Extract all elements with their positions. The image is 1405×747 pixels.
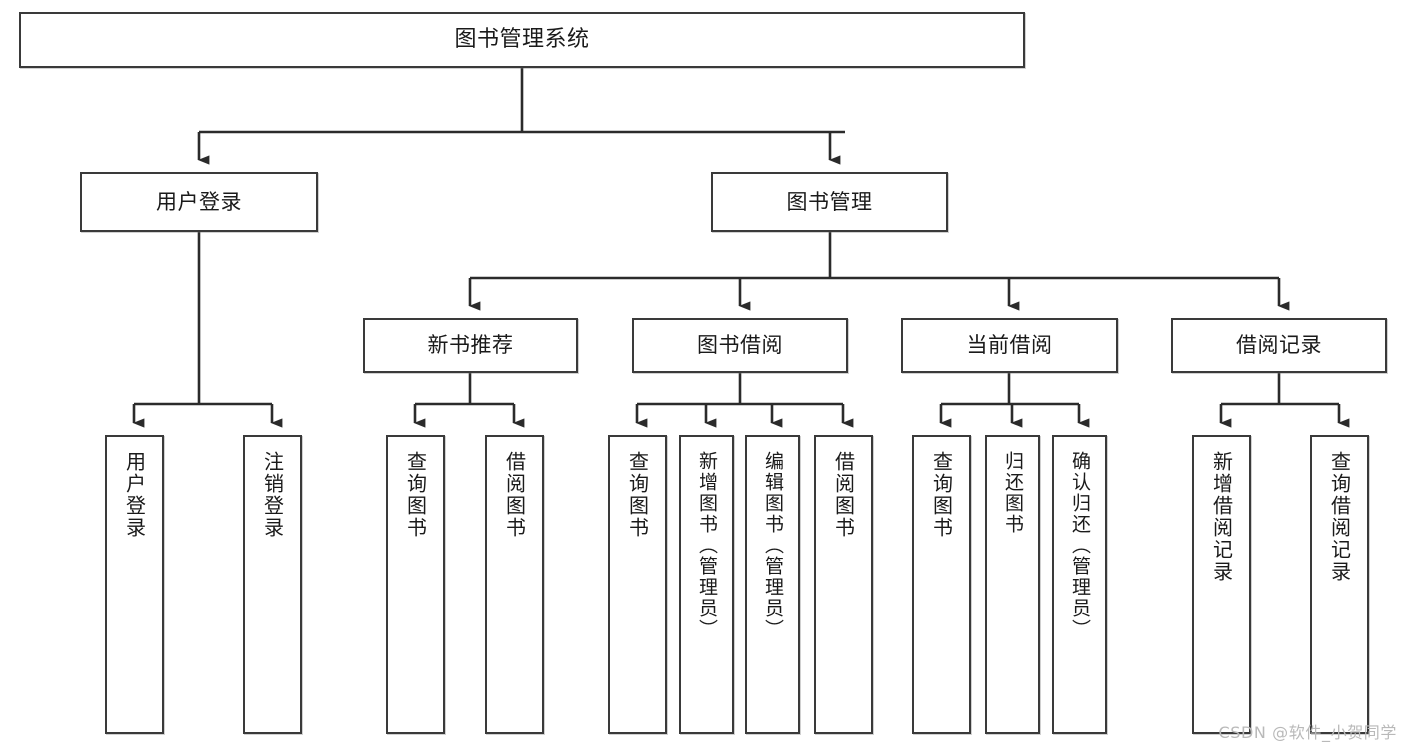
leaf-query-borrow-record[interactable]: 查询借阅记录 xyxy=(1310,435,1369,734)
leaf-add-borrow-record[interactable]: 新增借阅记录 xyxy=(1192,435,1251,734)
node-label: 确认归还（管理员） xyxy=(1069,451,1091,640)
leaf-query-book-borrow[interactable]: 查询图书 xyxy=(608,435,667,734)
node-label: 借阅图书 xyxy=(831,451,856,539)
node-label: 用户登录 xyxy=(122,451,147,539)
leaf-confirm-return-admin[interactable]: 确认归还（管理员） xyxy=(1052,435,1107,734)
node-current-borrow[interactable]: 当前借阅 xyxy=(901,318,1118,373)
node-label: 图书管理 xyxy=(786,189,873,214)
node-new-book-recommend[interactable]: 新书推荐 xyxy=(363,318,578,373)
node-label: 编辑图书（管理员） xyxy=(762,451,784,640)
leaf-query-book-recommend[interactable]: 查询图书 xyxy=(386,435,445,734)
node-label: 新书推荐 xyxy=(427,333,514,358)
node-user-login[interactable]: 用户登录 xyxy=(80,172,318,232)
node-book-management[interactable]: 图书管理 xyxy=(711,172,948,232)
node-label: 借阅图书 xyxy=(502,451,527,539)
node-label: 图书管理系统 xyxy=(454,27,590,53)
node-label: 新增借阅记录 xyxy=(1209,451,1234,583)
node-label: 查询图书 xyxy=(403,451,428,539)
node-label: 图书借阅 xyxy=(697,333,783,358)
node-label: 借阅记录 xyxy=(1236,333,1322,358)
leaf-borrow-book[interactable]: 借阅图书 xyxy=(814,435,873,734)
leaf-borrow-book-recommend[interactable]: 借阅图书 xyxy=(485,435,544,734)
leaf-query-book-current[interactable]: 查询图书 xyxy=(912,435,971,734)
leaf-edit-book-admin[interactable]: 编辑图书（管理员） xyxy=(745,435,800,734)
leaf-return-book[interactable]: 归还图书 xyxy=(985,435,1040,734)
node-label: 新增图书（管理员） xyxy=(696,451,718,640)
node-borrow-record[interactable]: 借阅记录 xyxy=(1171,318,1387,373)
node-label: 查询图书 xyxy=(929,451,954,539)
node-root-book-management-system[interactable]: 图书管理系统 xyxy=(19,12,1025,68)
leaf-logout[interactable]: 注销登录 xyxy=(243,435,302,734)
node-label: 查询借阅记录 xyxy=(1327,451,1352,583)
node-label: 当前借阅 xyxy=(966,333,1053,358)
node-label: 注销登录 xyxy=(260,451,285,539)
node-label: 查询图书 xyxy=(625,451,650,539)
node-book-borrow[interactable]: 图书借阅 xyxy=(632,318,848,373)
node-label: 归还图书 xyxy=(1002,451,1024,535)
node-label: 用户登录 xyxy=(156,189,242,214)
leaf-add-book-admin[interactable]: 新增图书（管理员） xyxy=(679,435,734,734)
leaf-user-login[interactable]: 用户登录 xyxy=(105,435,164,734)
